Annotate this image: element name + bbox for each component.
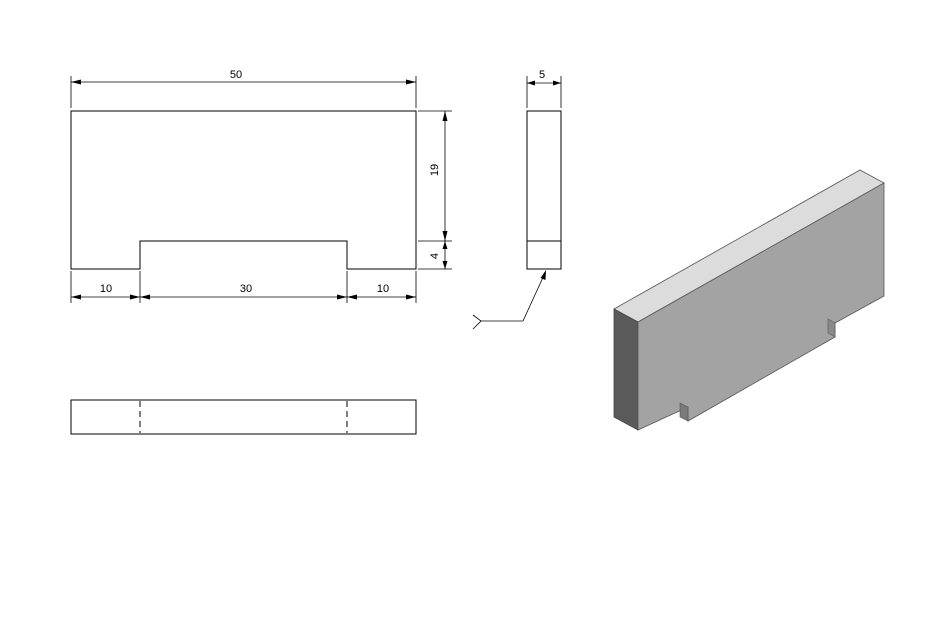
arrowhead xyxy=(71,79,81,85)
arrowhead xyxy=(442,241,448,249)
iso-notch-face-left xyxy=(679,402,689,422)
leader-diagonal xyxy=(522,272,546,322)
arrowhead xyxy=(347,294,357,300)
front-view-dimensions: 50 19 4 10 30 10 xyxy=(70,69,452,303)
dim-label-overall-width: 50 xyxy=(230,69,242,81)
arrowhead xyxy=(337,294,347,300)
top-view xyxy=(70,399,417,435)
iso-notch-face-right xyxy=(827,318,836,338)
arrowhead xyxy=(406,294,416,300)
dim-label-notch-depth: 4 xyxy=(429,253,441,259)
front-view xyxy=(70,110,417,270)
dim-label-upper-height: 19 xyxy=(429,164,441,176)
arrowhead xyxy=(406,79,416,85)
dim-label-thickness: 5 xyxy=(539,69,545,81)
arrowhead xyxy=(140,294,150,300)
iso-front-face xyxy=(637,182,885,431)
arrowhead xyxy=(527,80,535,86)
isometric-view xyxy=(613,169,885,431)
arrowhead xyxy=(442,231,448,241)
side-view: 5 xyxy=(526,69,562,270)
arrowhead xyxy=(442,111,448,121)
dim-label-right-foot: 10 xyxy=(377,283,389,295)
dim-label-center-gap: 30 xyxy=(240,283,252,295)
front-view-outline xyxy=(70,110,417,270)
dim-label-left-foot: 10 xyxy=(100,283,112,295)
arrowhead xyxy=(553,80,561,86)
arrowhead xyxy=(442,261,448,269)
arrowhead xyxy=(130,294,140,300)
arrowhead xyxy=(540,270,546,280)
side-view-outline xyxy=(526,110,562,270)
surface-symbol-tick xyxy=(472,314,482,330)
arrowhead xyxy=(71,294,81,300)
surface-finish-leader xyxy=(472,270,546,330)
top-view-outline xyxy=(70,399,417,435)
iso-side-face xyxy=(613,308,639,431)
